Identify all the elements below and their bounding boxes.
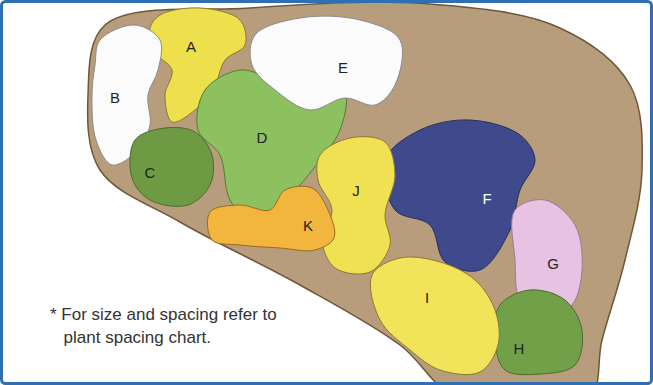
bed-letter: D	[257, 130, 268, 145]
blob-outline	[317, 137, 395, 274]
bed-letter: K	[303, 218, 313, 233]
bed-letter: A	[186, 39, 196, 54]
plant-blob	[491, 286, 586, 378]
bed-letter: C	[145, 165, 156, 180]
bed-letter: J	[352, 183, 360, 198]
bed-letter: B	[110, 90, 120, 105]
bed-outline	[88, 3, 643, 382]
footnote: * For size and spacing refer to plant sp…	[50, 304, 314, 350]
blob-outline	[383, 120, 535, 271]
blob-outline	[207, 186, 334, 251]
bed-letter: E	[338, 60, 348, 75]
bed-letter: G	[547, 256, 559, 271]
planting-area: I	[368, 254, 502, 376]
plant-blob	[314, 134, 399, 276]
planting-area: E	[248, 14, 404, 114]
blob-outline	[130, 127, 214, 206]
plant-blob	[368, 254, 502, 376]
blob-outline	[250, 16, 402, 110]
bed-letter: H	[514, 341, 525, 356]
bed-letter: I	[425, 290, 429, 305]
planting-area: J	[314, 134, 399, 276]
plant-blob	[206, 184, 338, 254]
blob-outline	[370, 257, 499, 375]
plant-blob	[248, 14, 404, 114]
bed-letter: F	[482, 191, 491, 206]
planting-area: K	[206, 184, 338, 254]
blob-outline	[494, 290, 582, 375]
planting-area: H	[491, 286, 586, 378]
